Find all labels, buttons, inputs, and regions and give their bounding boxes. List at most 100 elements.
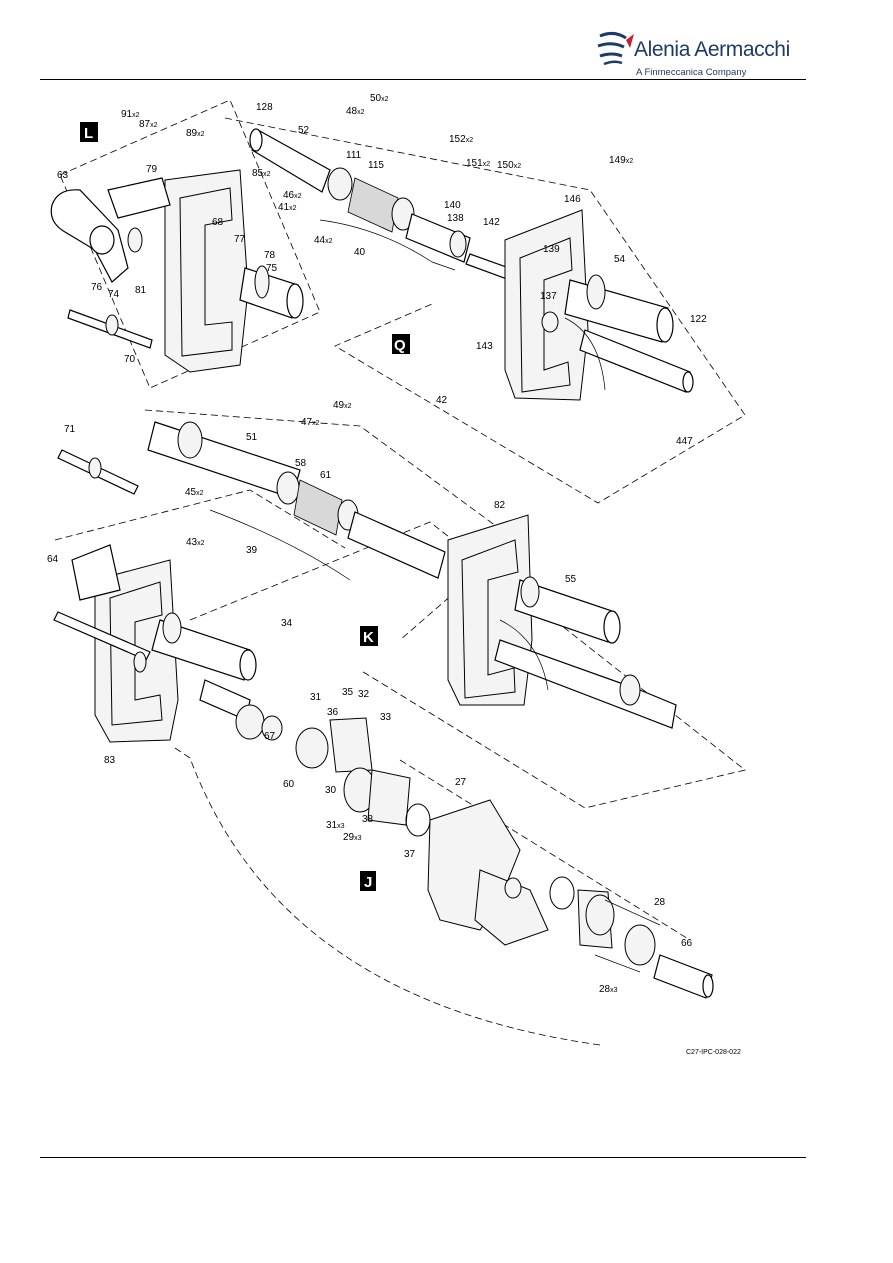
zone-badge-J xyxy=(360,871,376,891)
callout-54: 54 xyxy=(614,254,626,265)
callout-115: 115 xyxy=(368,160,384,171)
callout-76: 76 xyxy=(91,282,103,293)
callout-39: 39 xyxy=(246,545,258,556)
zone-badges: L Q K J xyxy=(80,122,410,891)
callout-quantity: x2 xyxy=(381,96,389,103)
callout-50: 50x2 xyxy=(370,93,389,104)
callout-447: 447 xyxy=(676,436,693,447)
callout-quantity: x2 xyxy=(294,193,302,200)
callout-81: 81 xyxy=(135,285,147,296)
callout-143: 143 xyxy=(476,341,493,352)
callout-31: 31 xyxy=(310,692,322,703)
callout-29: 29x3 xyxy=(343,832,362,843)
callout-41: 41x2 xyxy=(278,202,297,213)
callout-quantity: x2 xyxy=(197,540,205,547)
callout-138: 138 xyxy=(447,213,464,224)
callout-60: 60 xyxy=(283,779,295,790)
duct-assembly-K-left xyxy=(53,544,257,743)
zone-badge-K xyxy=(360,626,378,646)
callout-75: 75 xyxy=(266,263,278,274)
brand-name: Alenia Aermacchi xyxy=(634,38,790,61)
callout-labels: 91x287x289x279631285248x250x211111585x24… xyxy=(47,93,707,995)
callout-74: 74 xyxy=(108,289,120,300)
propeller-mark-icon xyxy=(597,31,634,66)
callout-149: 149x2 xyxy=(609,155,633,166)
callout-128: 128 xyxy=(256,102,273,113)
callout-87: 87x2 xyxy=(139,119,158,130)
callout-68: 68 xyxy=(212,217,224,228)
brand-tagline: A Finmeccanica Company xyxy=(636,67,747,78)
duct-assembly-Q xyxy=(504,209,694,401)
callout-quantity: x3 xyxy=(610,987,618,994)
callout-55: 55 xyxy=(565,574,577,585)
callout-30: 30 xyxy=(325,785,337,796)
callout-32: 32 xyxy=(358,689,370,700)
callout-78: 78 xyxy=(264,250,276,261)
callout-137: 137 xyxy=(540,291,557,302)
callout-31: 31x3 xyxy=(326,820,345,831)
zone-label-K: K xyxy=(363,629,374,646)
callout-151: 151x2 xyxy=(466,158,490,169)
callout-46: 46x2 xyxy=(283,190,302,201)
callout-quantity: x2 xyxy=(344,403,352,410)
callout-91: 91x2 xyxy=(121,109,140,120)
callout-71: 71 xyxy=(64,424,76,435)
zone-label-Q: Q xyxy=(394,337,406,354)
callout-61: 61 xyxy=(320,470,332,481)
callout-quantity: x2 xyxy=(514,163,522,170)
zone-badge-L xyxy=(80,122,98,142)
callout-64: 64 xyxy=(47,554,59,565)
callout-35: 35 xyxy=(342,687,354,698)
callout-111: 111 xyxy=(346,150,362,161)
duct-assembly-L xyxy=(50,169,304,373)
callout-152: 152x2 xyxy=(449,134,473,145)
callout-89: 89x2 xyxy=(186,128,205,139)
zone-label-J: J xyxy=(364,874,372,891)
callout-42: 42 xyxy=(436,395,448,406)
callout-122: 122 xyxy=(690,314,707,325)
callout-48: 48x2 xyxy=(346,106,365,117)
callout-63: 63 xyxy=(57,170,69,181)
callout-146: 146 xyxy=(564,194,581,205)
callout-67: 67 xyxy=(264,731,276,742)
zone-label-L: L xyxy=(84,125,93,142)
callout-49: 49x2 xyxy=(333,400,352,411)
callout-140: 140 xyxy=(444,200,461,211)
callout-34: 34 xyxy=(281,618,293,629)
callout-quantity: x2 xyxy=(466,137,474,144)
callout-quantity: x2 xyxy=(483,161,491,168)
callout-79: 79 xyxy=(146,164,158,175)
callout-28: 28 xyxy=(654,897,666,908)
callout-47: 47x2 xyxy=(301,417,320,428)
callout-40: 40 xyxy=(354,247,366,258)
callout-quantity: x2 xyxy=(197,131,205,138)
callout-150: 150x2 xyxy=(497,160,521,171)
callout-quantity: x2 xyxy=(132,112,140,119)
brand-logo: Alenia Aermacchi A Finmeccanica Company xyxy=(596,24,796,80)
callout-45: 45x2 xyxy=(185,487,204,498)
callout-33: 33 xyxy=(380,712,392,723)
callout-37: 37 xyxy=(404,849,416,860)
callout-quantity: x2 xyxy=(357,109,365,116)
callout-quantity: x2 xyxy=(196,490,204,497)
callout-70: 70 xyxy=(124,354,136,365)
figure-reference: C27-IPC-028-022 xyxy=(686,1049,741,1056)
callout-52: 52 xyxy=(298,125,310,136)
callout-quantity: x3 xyxy=(354,835,362,842)
callout-quantity: x2 xyxy=(325,238,333,245)
callout-82: 82 xyxy=(494,500,506,511)
callout-quantity: x2 xyxy=(150,122,158,129)
callout-44: 44x2 xyxy=(314,235,333,246)
callout-58: 58 xyxy=(295,458,307,469)
callout-quantity: x2 xyxy=(626,158,634,165)
callout-quantity: x2 xyxy=(263,171,271,178)
callout-quantity: x2 xyxy=(289,205,297,212)
callout-27: 27 xyxy=(455,777,467,788)
callout-quantity: x3 xyxy=(337,823,345,830)
callout-51: 51 xyxy=(246,432,258,443)
fitting-assembly-J xyxy=(199,679,714,999)
duct-assembly-K xyxy=(57,421,677,729)
zone-badge-Q xyxy=(392,334,410,354)
callout-83: 83 xyxy=(104,755,116,766)
